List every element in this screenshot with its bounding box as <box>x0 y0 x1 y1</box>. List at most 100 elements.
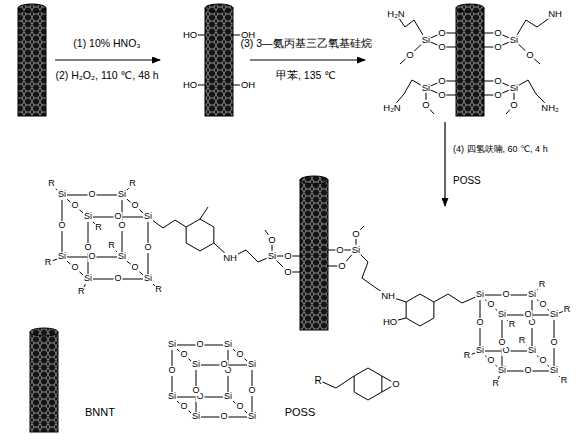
r-group: R <box>538 280 547 290</box>
silicon-atom: Si <box>83 274 93 284</box>
silicon-atom: Si <box>267 251 277 261</box>
silicon-atom: Si <box>167 340 177 350</box>
hydroxyl-group: OH <box>240 80 256 90</box>
oxygen-atom: O <box>525 50 534 60</box>
r-group: R <box>563 305 572 315</box>
chemical-bond <box>356 250 388 296</box>
oxygen-atom: O <box>113 212 122 222</box>
silicon-atom: Si <box>527 346 537 356</box>
silicon-atom: Si <box>527 290 537 300</box>
silicon-atom: Si <box>143 212 153 222</box>
chemical-bond <box>318 376 354 388</box>
reagent-label: (1) 10% HNO₃ <box>72 38 141 50</box>
reaction-arrow <box>55 60 445 206</box>
silicon-atom: Si <box>191 412 201 422</box>
chemical-bond <box>148 217 186 228</box>
r-group: R <box>313 375 322 386</box>
oxygen-atom: O <box>497 338 506 348</box>
silicon-atom: Si <box>351 245 361 255</box>
amine-group: H₂N <box>386 9 405 19</box>
silicon-atom: Si <box>117 252 127 262</box>
silicon-atom: Si <box>247 412 257 422</box>
amine-group: NH <box>222 253 238 263</box>
oxygen-atom: O <box>437 28 446 38</box>
silicon-atom: Si <box>509 35 519 45</box>
oxygen-atom: O <box>283 267 292 277</box>
chemical-bond <box>186 219 214 251</box>
oxygen-atom: O <box>247 386 256 396</box>
oxygen-atom: O <box>486 356 495 366</box>
oxygen-atom: O <box>486 300 495 310</box>
oxygen-atom: O <box>267 235 276 245</box>
oxygen-atom: O <box>235 350 244 360</box>
silicon-atom: Si <box>223 392 233 402</box>
oxygen-atom: O <box>501 290 510 300</box>
silicon-atom: Si <box>421 83 431 93</box>
oxygen-atom: O <box>549 338 558 348</box>
oxygen-atom: O <box>87 252 96 262</box>
r-group: R <box>463 351 472 361</box>
oxygen-atom: O <box>179 402 188 412</box>
oxygen-atom: O <box>191 386 200 396</box>
silicon-atom: Si <box>497 366 507 376</box>
amine-group: NH <box>547 9 563 19</box>
chemical-bond <box>434 294 480 303</box>
r-group: R <box>94 223 103 233</box>
condition-label: (2) H₂O₂, 110 ℃, 48 h <box>54 70 159 82</box>
chemical-bond <box>200 207 208 219</box>
r-group: R <box>154 285 163 295</box>
amine-group: H₂N <box>382 103 401 113</box>
silicon-atom: Si <box>117 190 127 200</box>
oxygen-atom: O <box>219 360 228 370</box>
oxygen-atom: O <box>475 318 484 328</box>
oxygen-atom: O <box>493 76 502 86</box>
silicon-atom: Si <box>223 340 233 350</box>
oxygen-atom: O <box>337 261 346 271</box>
oxygen-atom: O <box>179 350 188 360</box>
silicon-atom: Si <box>549 366 559 376</box>
oxygen-atom: O <box>523 310 532 320</box>
nanotube <box>18 4 484 432</box>
r-group: R <box>518 336 527 346</box>
r-group: R <box>491 379 500 389</box>
oxygen-atom: O <box>437 90 446 100</box>
silicon-atom: Si <box>475 346 485 356</box>
silicon-atom: Si <box>549 310 559 320</box>
silicon-atom: Si <box>509 83 519 93</box>
oxygen-atom: O <box>437 42 446 52</box>
oxygen-atom: O <box>405 50 414 60</box>
silicon-atom: Si <box>191 360 201 370</box>
oxygen-atom: O <box>235 402 244 412</box>
oxygen-atom: O <box>143 243 152 253</box>
oxygen-atom: O <box>219 412 228 422</box>
oxygen-atom: O <box>523 366 532 376</box>
oxygen-atom: O <box>283 251 292 261</box>
hydroxyl-group: HO <box>382 317 398 327</box>
oxygen-atom: O <box>493 90 502 100</box>
silicon-atom: Si <box>83 212 93 222</box>
silicon-atom: Si <box>247 360 257 370</box>
r-group: R <box>77 287 86 297</box>
silicon-atom: Si <box>421 35 431 45</box>
r-group: R <box>508 320 517 330</box>
r-group: R <box>107 241 116 251</box>
oxygen-atom: O <box>117 221 126 231</box>
chemical-bond <box>406 294 434 326</box>
oxygen-atom: O <box>195 340 204 350</box>
oxygen-atom: O <box>437 76 446 86</box>
oxygen-atom: O <box>70 201 79 211</box>
oxygen-atom: O <box>391 379 400 389</box>
oxygen-atom: O <box>87 190 96 200</box>
r-group: R <box>47 179 56 189</box>
silicon-atom: Si <box>57 190 67 200</box>
oxygen-atom: O <box>351 229 360 239</box>
r-group: R <box>128 179 137 189</box>
oxygen-atom: O <box>509 100 518 110</box>
amine-group: NH <box>380 291 396 301</box>
oxygen-atom: O <box>538 300 547 310</box>
oxygen-atom: O <box>421 100 430 110</box>
cage-name: POSS <box>284 406 317 418</box>
hydroxyl-group: HO <box>182 30 198 40</box>
condition-label: 甲苯, 135 ℃ <box>275 70 337 82</box>
silicon-atom: Si <box>57 252 67 262</box>
